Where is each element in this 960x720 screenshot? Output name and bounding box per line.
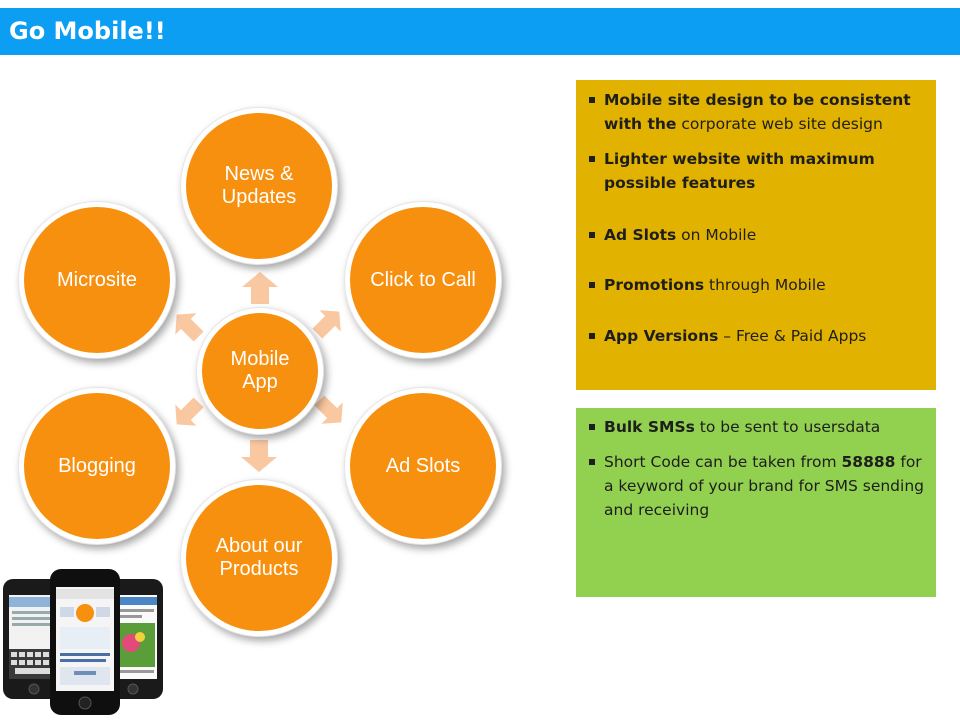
phone-center xyxy=(50,569,120,715)
feature-bold: App Versions xyxy=(604,327,719,345)
features-panel: Mobile site design to be consistent with… xyxy=(576,80,936,390)
node-microsite: Microsite xyxy=(24,207,170,353)
feature-bold: Ad Slots xyxy=(604,226,677,244)
node-click-to-call: Click to Call xyxy=(350,207,496,353)
node-label: News & Updates xyxy=(221,163,297,208)
feature-text: through Mobile xyxy=(704,276,826,294)
arrow-up-icon xyxy=(242,272,278,304)
smartphones-illustration xyxy=(3,569,163,715)
feature-text: corporate web site design xyxy=(676,115,883,133)
feature-bullet: Ad Slots on Mobile xyxy=(588,223,934,247)
feature-bold: Lighter website with maximum possible fe… xyxy=(604,150,875,192)
center-node: Mobile App xyxy=(202,313,318,429)
node-blogging: Blogging xyxy=(24,393,170,539)
feature-bold: Promotions xyxy=(604,276,705,294)
feature-bullet: Mobile site design to be consistent with… xyxy=(588,88,934,136)
node-about-products: About our Products xyxy=(186,485,332,631)
arrow-down-left-icon xyxy=(175,397,204,426)
node-ad-slots: Ad Slots xyxy=(350,393,496,539)
node-label: Click to Call xyxy=(370,268,476,291)
node-label: Ad Slots xyxy=(385,454,461,477)
sms-text: for a keyword of your brand for SMS send… xyxy=(604,453,924,519)
title-bar: Go Mobile!! xyxy=(0,8,960,55)
feature-bullet: Promotions through Mobile xyxy=(588,273,934,297)
arrow-down-icon xyxy=(241,440,277,472)
arrow-up-right-icon xyxy=(312,310,341,339)
page-title: Go Mobile!! xyxy=(9,17,166,45)
feature-text: on Mobile xyxy=(676,226,757,244)
sms-text: Short Code can be taken from xyxy=(604,453,842,471)
sms-panel: Bulk SMSs to be sent to usersdata Short … xyxy=(576,408,936,597)
sms-bullet: Bulk SMSs to be sent to usersdata xyxy=(588,415,934,439)
sms-bold: 58888 xyxy=(841,453,896,471)
mobile-app-diagram: Mobile App News & Updates Click to Call … xyxy=(0,60,560,710)
feature-bullet: Lighter website with maximum possible fe… xyxy=(588,147,934,195)
node-news-updates: News & Updates xyxy=(186,113,332,259)
sms-text: to be sent to usersdata xyxy=(694,418,881,436)
feature-bold: Mobile site design to be consistent with… xyxy=(604,91,911,133)
arrow-down-right-icon xyxy=(314,395,343,424)
node-label: Blogging xyxy=(58,454,136,477)
center-node-label: Mobile App xyxy=(230,348,290,393)
arrow-up-left-icon xyxy=(175,313,204,342)
sms-bold: Bulk SMSs xyxy=(604,418,695,436)
feature-bullet: App Versions – Free & Paid Apps xyxy=(588,324,934,348)
node-label: About our Products xyxy=(215,535,303,580)
sms-bullet: Short Code can be taken from 58888 for a… xyxy=(588,450,934,522)
node-label: Microsite xyxy=(56,268,137,291)
feature-text: – Free & Paid Apps xyxy=(718,327,867,345)
